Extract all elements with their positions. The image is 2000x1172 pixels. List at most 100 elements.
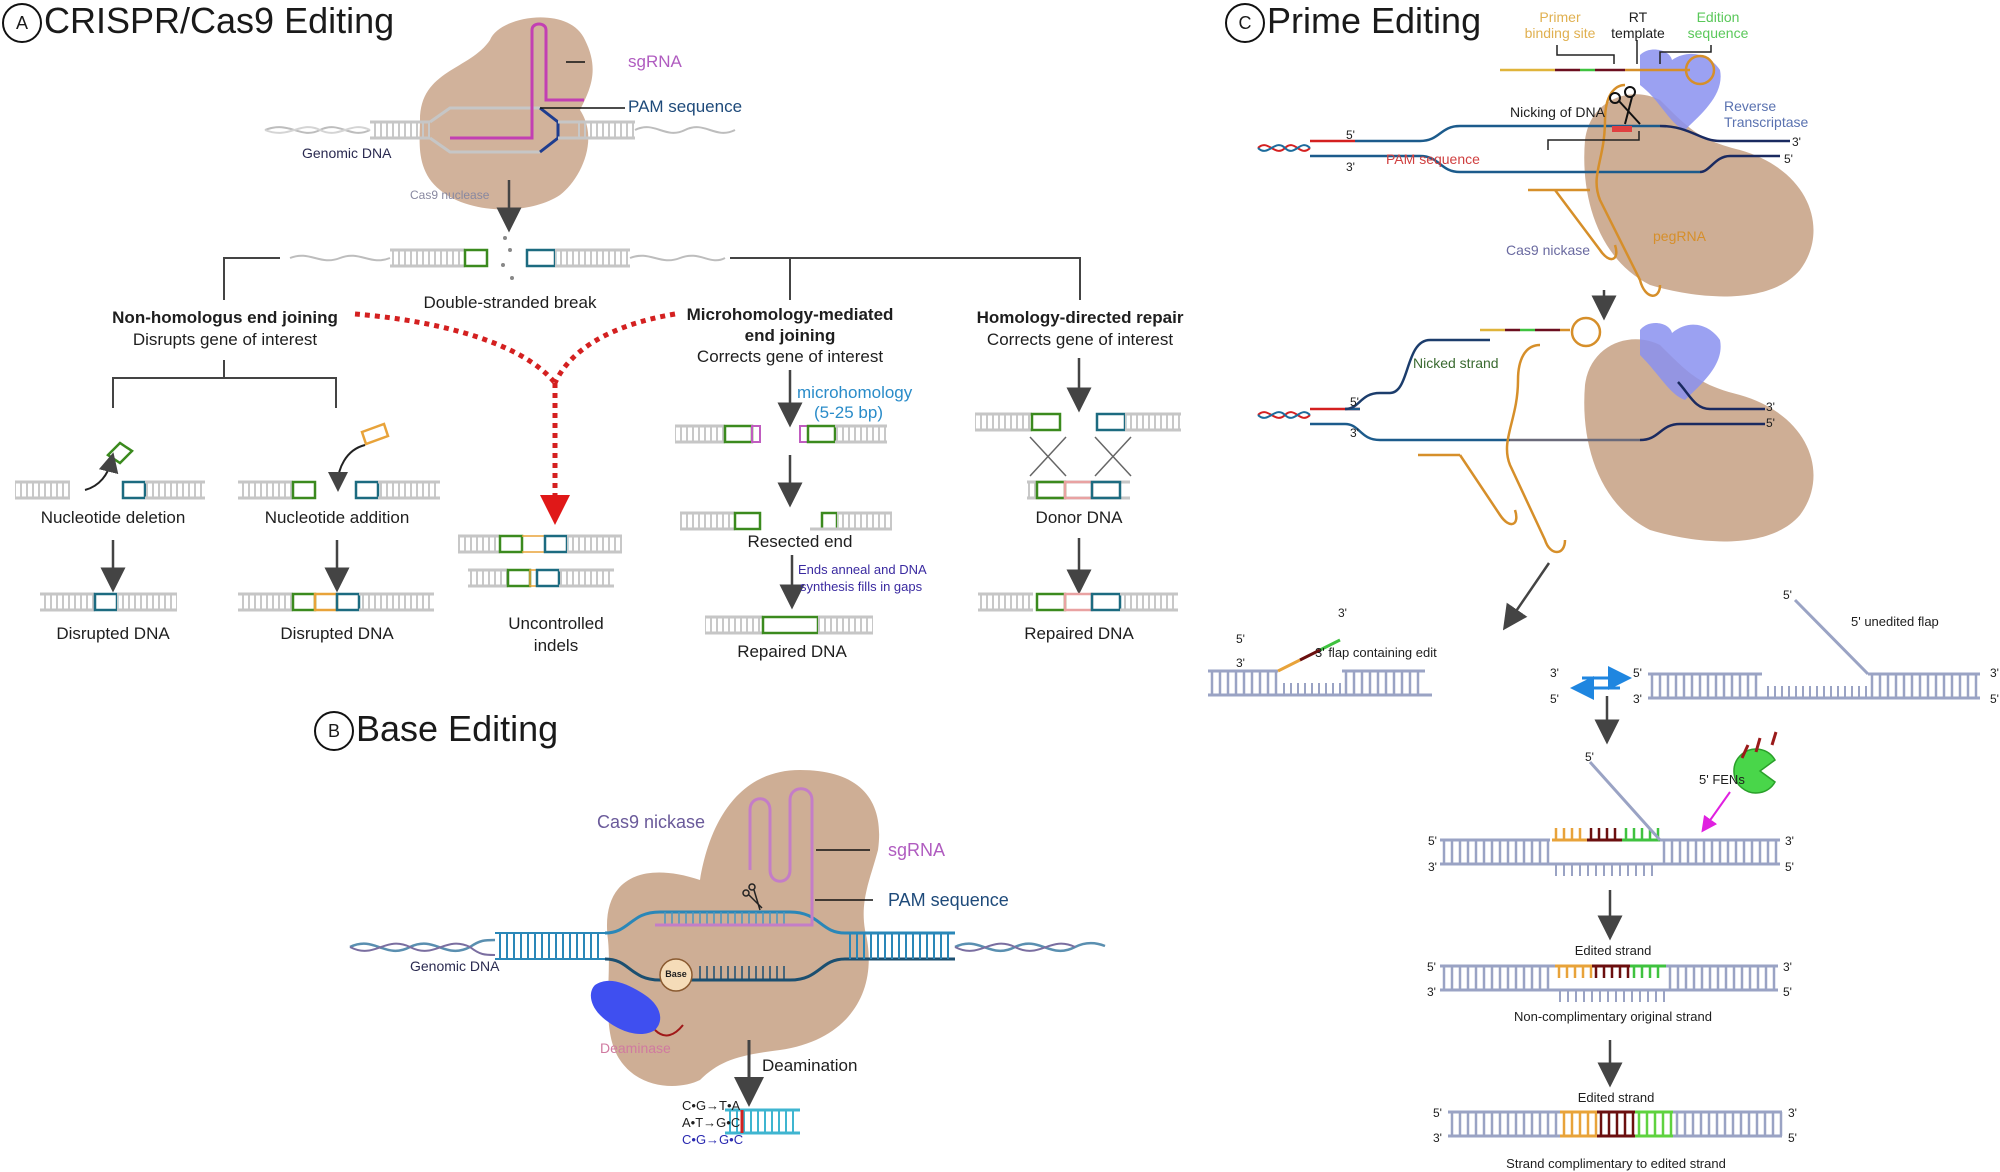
prime-dna-2 bbox=[1257, 338, 1765, 457]
label-5prime-7: 5' bbox=[1550, 692, 1559, 706]
dna-rungs-b bbox=[499, 912, 949, 980]
sgrna-label-a: sgRNA bbox=[628, 52, 682, 71]
label-3prime-17: 3' bbox=[1788, 1106, 1797, 1120]
fens-dna bbox=[1440, 760, 1780, 876]
edited-dna-2 bbox=[1448, 1110, 1783, 1138]
label-3prime-3: 3' bbox=[1350, 426, 1359, 440]
nucleotide-deletion-label: Nucleotide deletion bbox=[40, 508, 186, 527]
disrupted-dna-2 bbox=[238, 592, 434, 612]
edited-strand-label-1: Edited strand bbox=[1574, 943, 1652, 958]
label-5prime-13: 5' bbox=[1785, 860, 1794, 874]
panel-c-badge: C bbox=[1225, 3, 1265, 44]
genomic-dna-a bbox=[264, 106, 736, 154]
conversion-2: A•T→G•C bbox=[682, 1115, 741, 1130]
label-3prime-16: 3' bbox=[1433, 1131, 1442, 1145]
label-3prime-9: 3' bbox=[1633, 692, 1642, 706]
cas9-nuclease-complex bbox=[419, 17, 593, 210]
rt-enzyme-label-1: Reverse bbox=[1724, 98, 1777, 114]
pegrna-label: pegRNA bbox=[1653, 228, 1706, 244]
conversion-1: C•G→T•A bbox=[682, 1098, 741, 1113]
label-5prime-5: 5' bbox=[1236, 632, 1245, 646]
nhej-deletion-dna bbox=[15, 441, 205, 500]
conversion-3: C•G→G•C bbox=[682, 1132, 744, 1147]
flap-orange bbox=[1277, 658, 1301, 673]
label-5prime-4: 5' bbox=[1766, 416, 1775, 430]
nhej-addition-dna bbox=[238, 422, 440, 500]
flap3-label: 3' flap containing edit bbox=[1315, 645, 1437, 660]
donor-dna-label: Donor DNA bbox=[1035, 508, 1123, 527]
flap3-dna bbox=[1208, 638, 1432, 697]
prime-complex-2 bbox=[1584, 322, 1814, 542]
label-3prime-14: 3' bbox=[1427, 985, 1436, 999]
label-5prime-15: 5' bbox=[1783, 985, 1792, 999]
cas9-nickase-label-c: Cas9 nickase bbox=[1506, 242, 1591, 258]
label-3prime-10: 3' bbox=[1990, 666, 1999, 680]
rt-template-label-2: template bbox=[1611, 25, 1665, 41]
label-5prime-3: 5' bbox=[1350, 395, 1359, 409]
label-3prime-2: 3' bbox=[1792, 135, 1801, 149]
pam-label-a: PAM sequence bbox=[628, 97, 743, 116]
dsb-dna bbox=[289, 236, 726, 280]
fens-label: 5' FENs bbox=[1699, 772, 1745, 787]
genomic-dna-label-b: Genomic DNA bbox=[410, 958, 500, 974]
noncomp-strand-label: Non-complimentary original strand bbox=[1514, 1009, 1712, 1024]
mmej-dna-1 bbox=[675, 424, 887, 444]
sgrna-label-b: sgRNA bbox=[888, 840, 946, 860]
cas9-nuclease-label: Cas9 nuclease bbox=[410, 188, 490, 202]
equilibrium-arrows bbox=[1570, 666, 1632, 700]
hdr-graphics bbox=[975, 358, 1181, 612]
edited-dna-1 bbox=[1440, 964, 1778, 1002]
nhej-subtitle: Disrupts gene of interest bbox=[132, 330, 318, 349]
nucleotide-addition-label: Nucleotide addition bbox=[264, 508, 410, 527]
sgrna-b bbox=[655, 787, 873, 927]
flap-red bbox=[1299, 648, 1321, 662]
anneal-label-2: synthesis fills in gaps bbox=[800, 579, 923, 594]
mmej-repaired-dna bbox=[705, 615, 873, 635]
panel-a-badge: A bbox=[2, 3, 42, 44]
comp-strand-label: Strand complimentary to edited strand bbox=[1506, 1156, 1726, 1171]
hdr-repaired-label: Repaired DNA bbox=[1024, 624, 1134, 643]
label-5prime-12: 5' bbox=[1428, 834, 1437, 848]
edition-label-2: sequence bbox=[1687, 25, 1749, 41]
label-5prime-9: 5' bbox=[1633, 666, 1642, 680]
flap5-label: 5' unedited flap bbox=[1851, 614, 1939, 629]
genomic-dna-label-a: Genomic DNA bbox=[302, 145, 392, 161]
sgrna-a bbox=[450, 22, 625, 140]
indel-dotted-paths bbox=[354, 311, 676, 525]
indels-label-1: Uncontrolled bbox=[508, 614, 604, 633]
dsb-label: Double-stranded break bbox=[423, 293, 597, 312]
fen-enzyme-icon bbox=[1701, 731, 1778, 833]
label-5prime-14: 5' bbox=[1427, 960, 1436, 974]
hdr-subtitle: Corrects gene of interest bbox=[986, 330, 1174, 349]
label-3prime-12: 3' bbox=[1428, 860, 1437, 874]
label-5prime-2: 5' bbox=[1784, 152, 1793, 166]
rt-template-label-1: RT bbox=[1628, 9, 1648, 25]
mmej-title-1: Microhomology-mediated bbox=[686, 305, 894, 324]
nicking-label: Nicking of DNA bbox=[1510, 104, 1605, 120]
prime-dna-1 bbox=[1257, 124, 1790, 192]
mmej-subtitle: Corrects gene of interest bbox=[696, 347, 884, 366]
scissors-icon-b bbox=[742, 883, 763, 911]
base-circle bbox=[659, 958, 693, 992]
cas9-nickase-label-b: Cas9 nickase bbox=[597, 812, 706, 832]
flap-backbone bbox=[1588, 760, 1662, 842]
pbs-label-2: binding site bbox=[1524, 25, 1596, 41]
microhomology-label-2: (5-25 bp) bbox=[814, 403, 883, 422]
nhej-title: Non-homologus end joining bbox=[112, 308, 338, 327]
indels-dna bbox=[458, 534, 622, 588]
deaminase-blob bbox=[590, 980, 684, 1037]
label-5prime-11: 5' bbox=[1585, 750, 1594, 764]
anneal-label-1: Ends anneal and DNA bbox=[798, 562, 927, 577]
mmej-repaired-label: Repaired DNA bbox=[737, 642, 847, 661]
label-3prime-1: 3' bbox=[1346, 160, 1355, 174]
flap5-dna bbox=[1648, 598, 1980, 700]
indels-label-2: indels bbox=[533, 636, 579, 655]
pam-label-c: PAM sequence bbox=[1386, 151, 1480, 167]
rt-enzyme-label-2: Transcriptase bbox=[1724, 114, 1809, 130]
label-5prime-10: 5' bbox=[1990, 692, 1999, 706]
disrupted-dna-label-1: Disrupted DNA bbox=[56, 624, 170, 643]
label-3prime-6: 3' bbox=[1338, 606, 1347, 620]
